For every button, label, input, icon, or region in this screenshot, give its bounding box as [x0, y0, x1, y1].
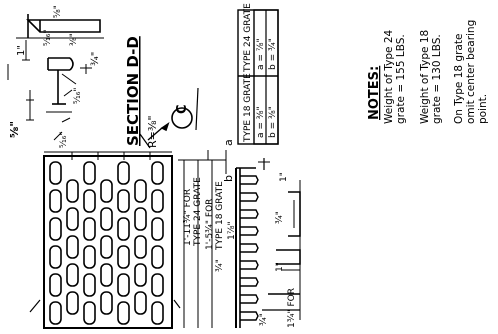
grate-slot	[151, 161, 164, 185]
grate-slot	[83, 161, 96, 185]
side-dim-3-4: ¾"	[275, 211, 285, 224]
notes-title: NOTES:	[367, 66, 382, 120]
grate-slot	[151, 189, 164, 213]
grate-tooth	[240, 226, 259, 236]
section-dim-top-frac3: ⅜"	[69, 33, 79, 46]
grate-slot	[83, 273, 96, 297]
note-1-line-1: Weight of Type 24	[383, 29, 395, 124]
grate-slot	[134, 291, 147, 315]
note-3-line-1: On Type 18 grate	[453, 34, 465, 124]
callout-c-label: C	[175, 104, 190, 114]
section-dim-top-frac2: ⁵⁄₁₆"	[43, 30, 53, 46]
grate-tooth	[240, 243, 259, 253]
grate-slot	[49, 245, 62, 269]
table-type18-a: a = ⅜"	[256, 106, 266, 138]
grate-slot	[134, 179, 147, 203]
grate-dimension-lines	[178, 150, 227, 328]
grate-slot	[66, 291, 79, 315]
grate-plan-outline	[29, 151, 181, 329]
table-type24-b: b = ¾"	[268, 38, 278, 70]
side-dim-1-3-4: 1¾" FOR	[287, 288, 297, 328]
table-header-type18: TYPE 18 GRATE	[243, 73, 253, 143]
table-header-type24: TYPE 24 GRATE	[243, 3, 253, 73]
grate-slot	[66, 179, 79, 203]
grate-tooth	[240, 277, 259, 287]
grate-slot	[66, 263, 79, 287]
grate-slot	[151, 301, 164, 325]
grate-slot	[117, 301, 130, 325]
grate-slot	[117, 217, 130, 241]
note-3-line-3: point.	[477, 94, 489, 124]
grate-slot	[49, 189, 62, 213]
grate-slot	[117, 273, 130, 297]
grate-slot	[134, 235, 147, 259]
section-dim-3-4: ¾"	[90, 52, 101, 66]
grate-slot	[49, 217, 62, 241]
grate-slot	[49, 301, 62, 325]
section-dim-top-1: 1"	[16, 45, 27, 56]
grate-tooth	[240, 260, 259, 270]
grate-tooth	[240, 209, 259, 219]
grate-slot	[117, 161, 130, 185]
grate-slots	[49, 161, 164, 325]
grate-tooth	[240, 192, 259, 202]
section-radius-label: R=⅜"	[146, 115, 159, 148]
grate-label-18-line2: TYPE 18 GRATE	[215, 181, 225, 251]
grate-slot	[151, 273, 164, 297]
grate-slot	[100, 263, 113, 287]
grate-slot	[100, 179, 113, 203]
side-dim-1b: 1"	[275, 262, 285, 272]
note-1-line-2: grate = 155 LBS.	[395, 34, 407, 124]
note-2-line-1: Weight of Type 18	[419, 30, 431, 124]
note-2-line-2: grate = 130 LBS.	[431, 34, 443, 124]
grate-slot	[117, 189, 130, 213]
grate-side-teeth	[240, 175, 259, 321]
grate-tooth	[240, 294, 259, 304]
grate-dim-1-7-8: 1⅞"	[227, 221, 237, 240]
grate-label-18-line1: 1'-5¾" FOR	[205, 199, 215, 250]
section-dim-top-frac1: ⁵⁄₈"	[53, 5, 63, 18]
side-dim-3-4b: ¾"	[259, 313, 269, 326]
grate-slot	[83, 217, 96, 241]
grate-side-section	[235, 158, 301, 328]
grate-label-24-line2: TYPE 24 GRATE	[193, 177, 203, 247]
grate-dim-a: a	[222, 139, 235, 146]
grate-type-table	[237, 9, 279, 145]
grate-slot	[117, 245, 130, 269]
section-dim-5-8: ⅝"	[8, 121, 21, 138]
grate-label-24-line1: 1'-11¾" FOR	[183, 189, 193, 246]
table-type24-a: a = ⅞"	[256, 38, 266, 70]
section-dim-lower-frac: ⁵⁄₁₆"	[59, 132, 69, 148]
grate-slot	[83, 189, 96, 213]
grate-slot	[66, 207, 79, 231]
grate-slot	[83, 245, 96, 269]
section-dd-profile	[7, 14, 104, 141]
grate-dim-b: b	[222, 175, 235, 182]
section-dim-mid-frac: ⁵⁄₁₆"	[73, 88, 83, 104]
grate-slot	[151, 245, 164, 269]
callout-c-arrow	[139, 87, 199, 149]
grate-slot	[100, 235, 113, 259]
grate-slot	[151, 217, 164, 241]
grate-slot	[49, 161, 62, 185]
grate-tooth	[240, 311, 259, 321]
grate-dim-3-4: ¾"	[215, 259, 225, 272]
side-dim-1: 1"	[279, 172, 289, 182]
grate-slot	[100, 291, 113, 315]
grate-tooth	[240, 175, 259, 185]
grate-slot	[134, 263, 147, 287]
table-type18-b: b = ⅜"	[268, 106, 278, 138]
grate-slot	[49, 273, 62, 297]
grate-slot	[83, 301, 96, 325]
grate-slot	[66, 235, 79, 259]
note-3-line-2: omit center bearing	[465, 20, 477, 124]
grate-slot	[100, 207, 113, 231]
section-title: SECTION D-D	[124, 36, 142, 146]
grate-slot	[134, 207, 147, 231]
